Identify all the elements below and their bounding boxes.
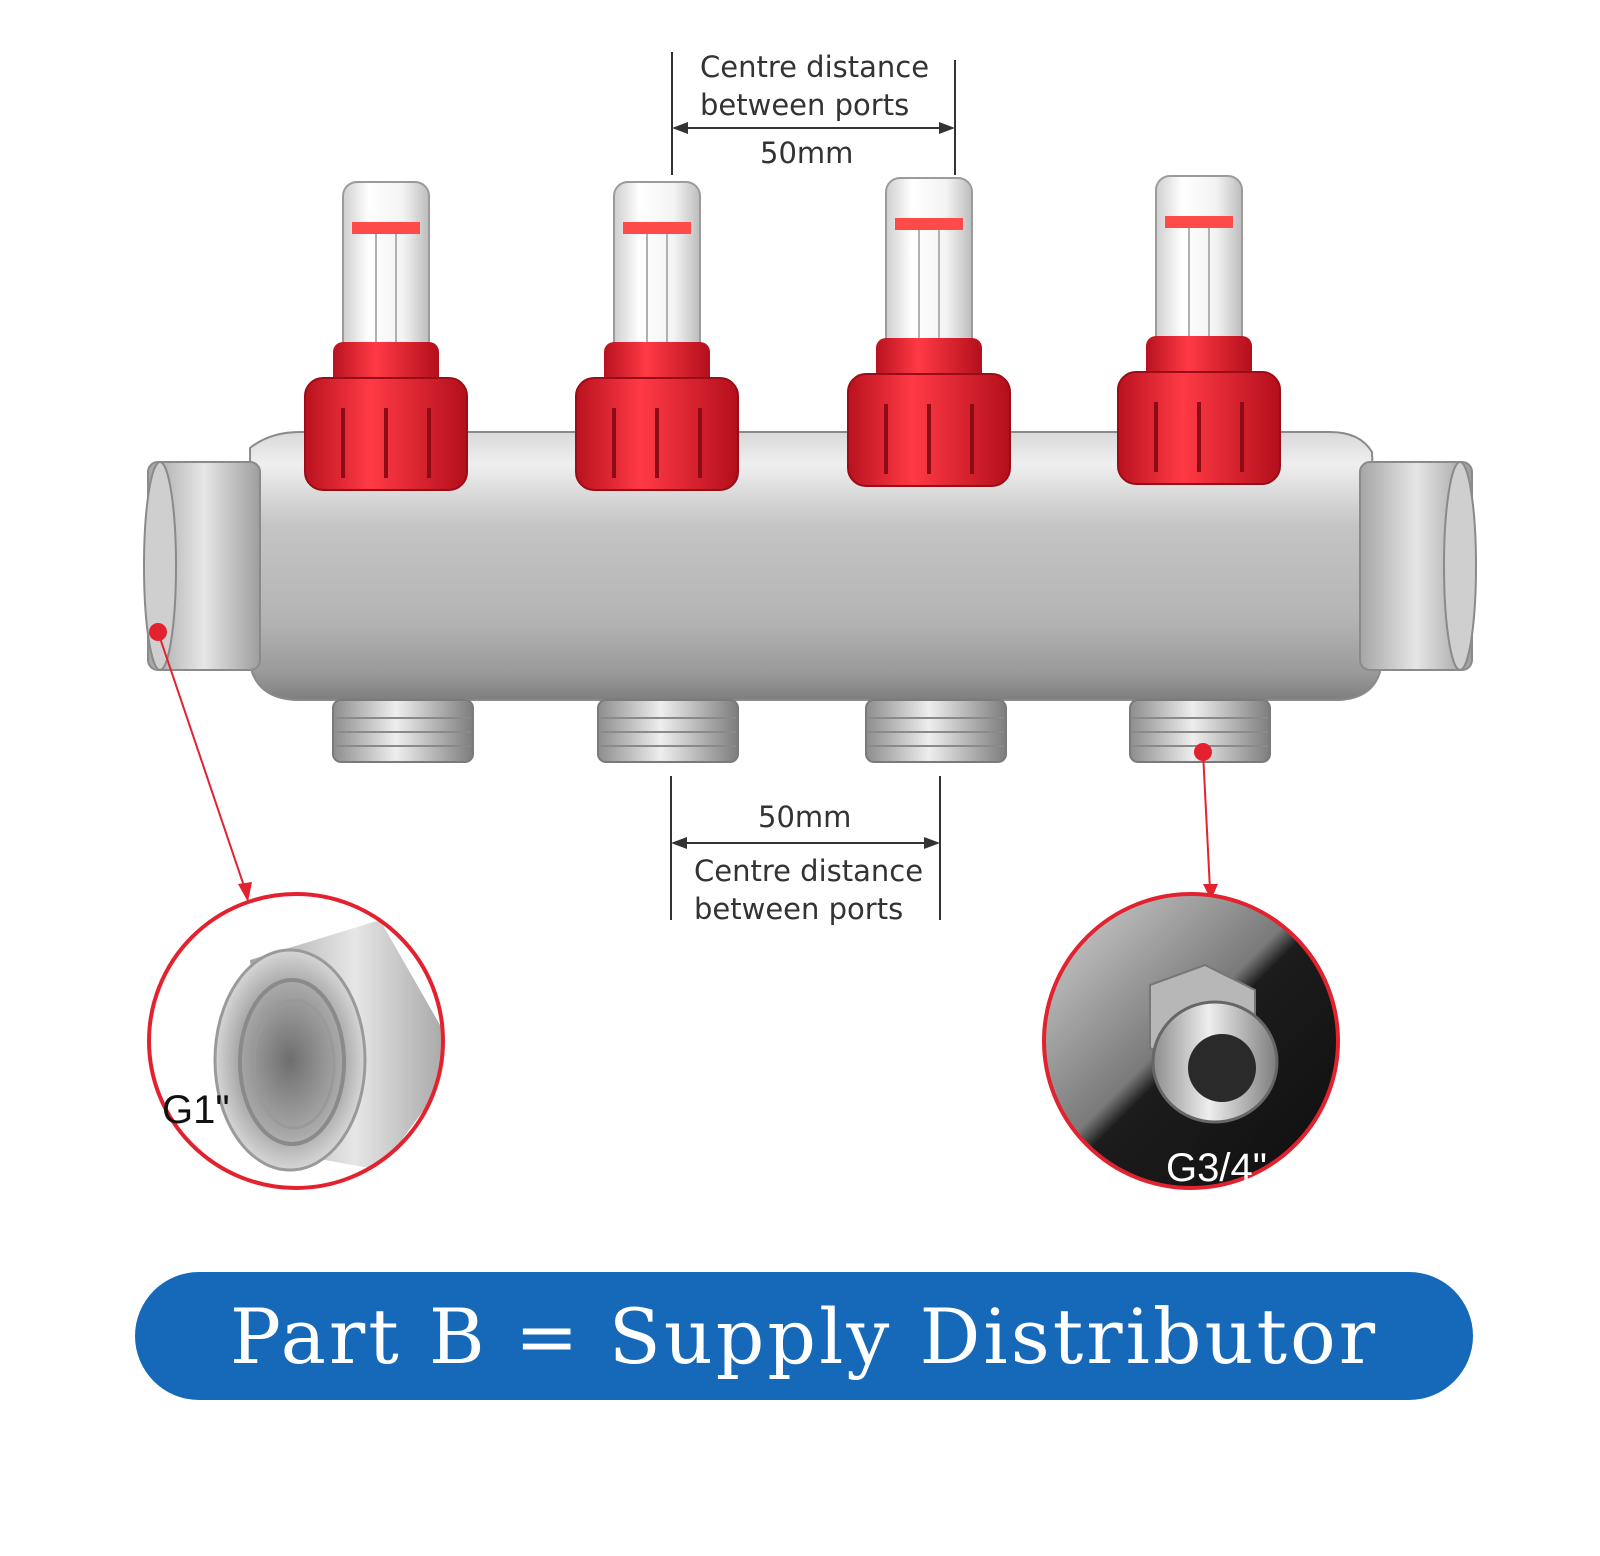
bottom-dimension-caption-line2: between ports <box>694 892 904 926</box>
manifold-body <box>248 431 1382 701</box>
bottom-dimension-caption-line1: Centre distance <box>694 854 924 888</box>
top-dimension-lines <box>671 52 956 175</box>
banner-title: Part B = Supply Distributor <box>229 1291 1379 1381</box>
inlet-size-label: G1" <box>162 1088 230 1132</box>
bottom-dimension-value: 50mm <box>758 800 852 834</box>
bottom-dimension-lines <box>670 776 941 920</box>
top-dimension-value: 50mm <box>760 136 854 170</box>
flowmeter-3 <box>847 177 1011 487</box>
callout-pointer-right <box>1194 743 1218 900</box>
callout-pointer-left <box>149 623 252 902</box>
outlet-thread-4 <box>1129 699 1271 763</box>
end-fitting-right <box>1359 461 1477 671</box>
outlet-thread-2 <box>597 699 739 763</box>
top-dimension-caption-line1: Centre distance <box>700 50 930 84</box>
flowmeter-1 <box>304 181 468 491</box>
flowmeter-2 <box>575 181 739 491</box>
flowmeter-4 <box>1117 175 1281 485</box>
inlet-end-fitting-left <box>143 461 261 671</box>
male-thread-outlet-icon <box>1042 892 1340 1190</box>
top-dimension-caption-line2: between ports <box>700 88 910 122</box>
outlet-thread-1 <box>332 699 474 763</box>
outlet-thread-3 <box>865 699 1007 763</box>
product-banner: Part B = Supply Distributor <box>135 1272 1473 1400</box>
outlet-size-label: G3/4" <box>1166 1146 1267 1190</box>
female-thread-inlet-icon <box>147 892 445 1190</box>
